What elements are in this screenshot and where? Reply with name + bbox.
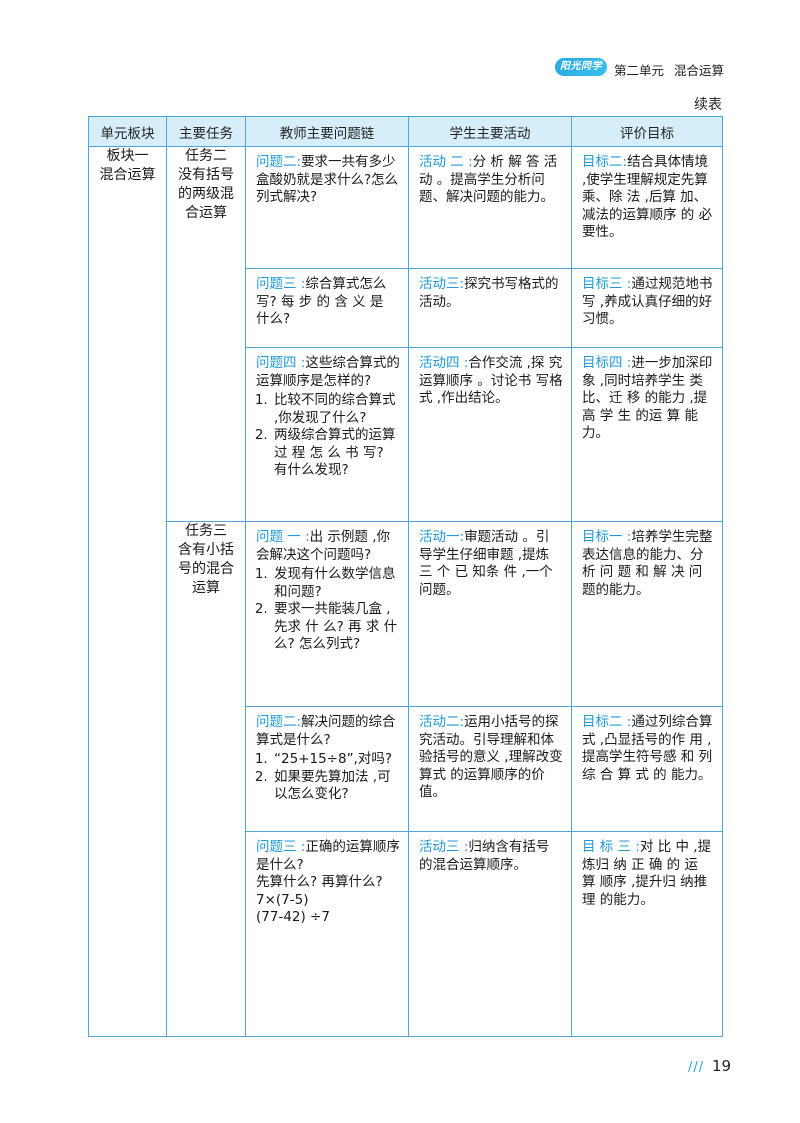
task-cell: 任务二没有括号的两级混合运算: [166, 146, 246, 522]
question-label: 问题三 :: [256, 276, 306, 292]
goal-cell: 目标二 :通过列综合算式 ,凸显括号的作 用 ,提高学生符号感 和 列 综 合 …: [571, 706, 723, 832]
table-row: 问题二:解决问题的综合算式是什么? “25+15÷8”,对吗? 如果要先算加法 …: [89, 706, 723, 832]
activity-cell: 活动 二 :分 析 解 答 活 动 。提高学生分析问 题、解决问题的能力。: [408, 146, 572, 269]
column-header: 主要任务: [166, 116, 246, 147]
question-cell: 问题二:要求一共有多少盒酸奶就是求什么?怎么列式解决?: [245, 146, 409, 269]
table-row: 问题四 :这些综合算式的运算顺序是怎样的? 比较不同的综合算式 ,你发现了什么?…: [89, 347, 723, 522]
unit-topic: 混合运算: [674, 63, 725, 78]
activity-text: 分 析 解 答 活 动 。提高学生分析问 题、解决问题的能力。: [419, 154, 558, 205]
task-label: 任务三含有小括号的混合运算: [178, 523, 234, 596]
column-header: 评价目标: [571, 116, 723, 147]
question-list: 比较不同的综合算式 ,你发现了什么? 两级综合算式的运算 过 程 怎 么 书 写…: [256, 392, 400, 480]
unit-block-label: 板块一混合运算: [99, 148, 156, 183]
unit-block-cell: 板块一混合运算: [88, 146, 167, 1037]
activity-cell: 活动三 :归纳含有括号 的混合运算顺序。: [408, 831, 572, 1037]
question-list: 发现有什么数学信息和问题? 要求一共能装几盒 ,先求 什 么? 再 求 什 么?…: [256, 566, 400, 654]
question-label: 问题二:: [256, 154, 302, 170]
goal-label: 目标四 :: [582, 355, 632, 371]
goal-text: 通过列综合算式 ,凸显括号的作 用 ,提高学生符号感 和 列 综 合 算 式 的…: [582, 714, 713, 783]
goal-text: 培养学生完整表达信息的能力、分析 问 题 和 解 决 问 题的能力。: [582, 529, 713, 598]
question-text: 综合算式怎么写? 每 步 的 含 义 是 什么?: [256, 276, 387, 327]
question-label: 问题四 :: [256, 355, 306, 371]
goal-cell: 目标四 :进一步加深印象 ,同时培养学生 类比、迁 移 的能力 ,提 高 学 生…: [571, 347, 723, 522]
list-item: 如果要先算加法 ,可 以怎么变化?: [272, 769, 400, 804]
activity-cell: 活动四 :合作交流 ,探 究运算顺序 。讨论书 写格式 ,作出结论。: [408, 347, 572, 522]
activity-text: 审题活动 。引 导学生仔细审题 ,提炼 三 个 已 知条 件 ,一个 问题。: [419, 529, 553, 598]
page-mark: ///: [688, 1060, 705, 1075]
question-text: 要求一共有多少盒酸奶就是求什么?怎么列式解决?: [256, 154, 399, 205]
question-label: 问题三 :: [256, 839, 306, 855]
question-cell: 问题二:解决问题的综合算式是什么? “25+15÷8”,对吗? 如果要先算加法 …: [245, 706, 409, 832]
activity-label: 活动三:: [419, 276, 465, 292]
question-text: 解决问题的综合算式是什么?: [256, 714, 396, 748]
activity-text: 归纳含有括号 的混合运算顺序。: [419, 839, 550, 873]
question-text: 出 示例题 ,你 会解决这个问题吗?: [256, 529, 391, 563]
lesson-plan-table: 单元板块 主要任务 教师主要问题链 学生主要活动 评价目标 板块一混合运算 任务…: [88, 116, 723, 1037]
goal-text: 通过规范地书写 ,养成认真仔细的好习惯。: [582, 276, 713, 327]
table-row: 问题三 :正确的运算顺序是什么?先算什么? 再算什么?7×(7-5)(77-42…: [89, 831, 723, 1037]
question-cell: 问题三 :正确的运算顺序是什么?先算什么? 再算什么?7×(7-5)(77-42…: [245, 831, 409, 1037]
list-item: 比较不同的综合算式 ,你发现了什么?: [272, 392, 400, 427]
activity-label: 活动二:: [419, 714, 465, 730]
table-row: 问题三 :综合算式怎么写? 每 步 的 含 义 是 什么? 活动三:探究书写格式…: [89, 268, 723, 348]
question-text: 这些综合算式的运算顺序是怎样的?: [256, 355, 400, 389]
activity-label: 活动三 :: [419, 839, 469, 855]
goal-cell: 目标三 :通过规范地书写 ,养成认真仔细的好习惯。: [571, 268, 723, 348]
goal-cell: 目 标 三 :对 比 中 ,提 炼归 纳 正 确 的 运 算 顺序 ,提升归 纳…: [571, 831, 723, 1037]
activity-label: 活动四 :: [419, 355, 469, 371]
continued-label: 续表: [694, 97, 722, 113]
brand-logo: 阳光同学: [555, 58, 607, 76]
goal-label: 目标一 :: [582, 529, 632, 545]
question-cell: 问题 一 :出 示例题 ,你 会解决这个问题吗? 发现有什么数学信息和问题? 要…: [245, 521, 409, 707]
goal-label: 目 标 三 :: [582, 839, 640, 855]
task-cell: 任务三含有小括号的混合运算: [166, 521, 246, 1037]
column-header: 教师主要问题链: [245, 116, 409, 147]
unit-title: 第二单元混合运算: [614, 60, 734, 79]
list-item: 两级综合算式的运算 过 程 怎 么 书 写? 有什么发现?: [272, 427, 400, 480]
question-cell: 问题三 :综合算式怎么写? 每 步 的 含 义 是 什么?: [245, 268, 409, 348]
goal-text: 进一步加深印象 ,同时培养学生 类比、迁 移 的能力 ,提 高 学 生 的运 算…: [582, 355, 713, 441]
goal-label: 目标三 :: [582, 276, 632, 292]
table-row: 板块一混合运算 任务二没有括号的两级混合运算 问题二:要求一共有多少盒酸奶就是求…: [88, 146, 723, 1037]
goal-cell: 目标二:结合具体情境 ,使学生理解规定先算 乘、除 法 ,后算 加、减法的运算顺…: [571, 146, 723, 269]
goal-label: 目标二:: [582, 154, 628, 170]
activity-text: 运用小括号的探究活动。引导理解和体验括号的意义 ,理解改变算式 的运算顺序的价值…: [419, 714, 563, 800]
activity-cell: 活动二:运用小括号的探究活动。引导理解和体验括号的意义 ,理解改变算式 的运算顺…: [408, 706, 572, 832]
activity-label: 活动 二 :: [419, 154, 473, 170]
activity-label: 活动一:: [419, 529, 465, 545]
list-item: 发现有什么数学信息和问题?: [272, 566, 400, 601]
goal-text: 结合具体情境 ,使学生理解规定先算 乘、除 法 ,后算 加、减法的运算顺序 的 …: [582, 154, 713, 240]
task-label: 任务二没有括号的两级混合运算: [178, 148, 234, 221]
activity-cell: 活动三:探究书写格式的活动。: [408, 268, 572, 348]
page-header: 阳光同学 第二单元混合运算: [0, 0, 800, 90]
question-list: “25+15÷8”,对吗? 如果要先算加法 ,可 以怎么变化?: [256, 751, 400, 804]
page-number: 19: [712, 1057, 732, 1075]
goal-cell: 目标一 :培养学生完整表达信息的能力、分析 问 题 和 解 决 问 题的能力。: [571, 521, 723, 707]
question-label: 问题二:: [256, 714, 302, 730]
activity-cell: 活动一:审题活动 。引 导学生仔细审题 ,提炼 三 个 已 知条 件 ,一个 问…: [408, 521, 572, 707]
list-item: 要求一共能装几盒 ,先求 什 么? 再 求 什 么? 怎么列式?: [272, 601, 400, 654]
table-header-row: 单元板块 主要任务 教师主要问题链 学生主要活动 评价目标: [88, 116, 723, 147]
question-text: 正确的运算顺序是什么?先算什么? 再算什么?7×(7-5)(77-42) ÷7: [256, 839, 400, 925]
column-header: 学生主要活动: [408, 116, 572, 147]
list-item: “25+15÷8”,对吗?: [272, 751, 400, 769]
goal-label: 目标二 :: [582, 714, 632, 730]
goal-text: 对 比 中 ,提 炼归 纳 正 确 的 运 算 顺序 ,提升归 纳推理 的能力。: [582, 839, 712, 908]
question-label: 问题 一 :: [256, 529, 310, 545]
activity-text: 合作交流 ,探 究运算顺序 。讨论书 写格式 ,作出结论。: [419, 355, 563, 406]
unit-number: 第二单元: [614, 63, 665, 78]
activity-text: 探究书写格式的活动。: [419, 276, 559, 310]
column-header: 单元板块: [88, 116, 167, 147]
question-cell: 问题四 :这些综合算式的运算顺序是怎样的? 比较不同的综合算式 ,你发现了什么?…: [245, 347, 409, 522]
